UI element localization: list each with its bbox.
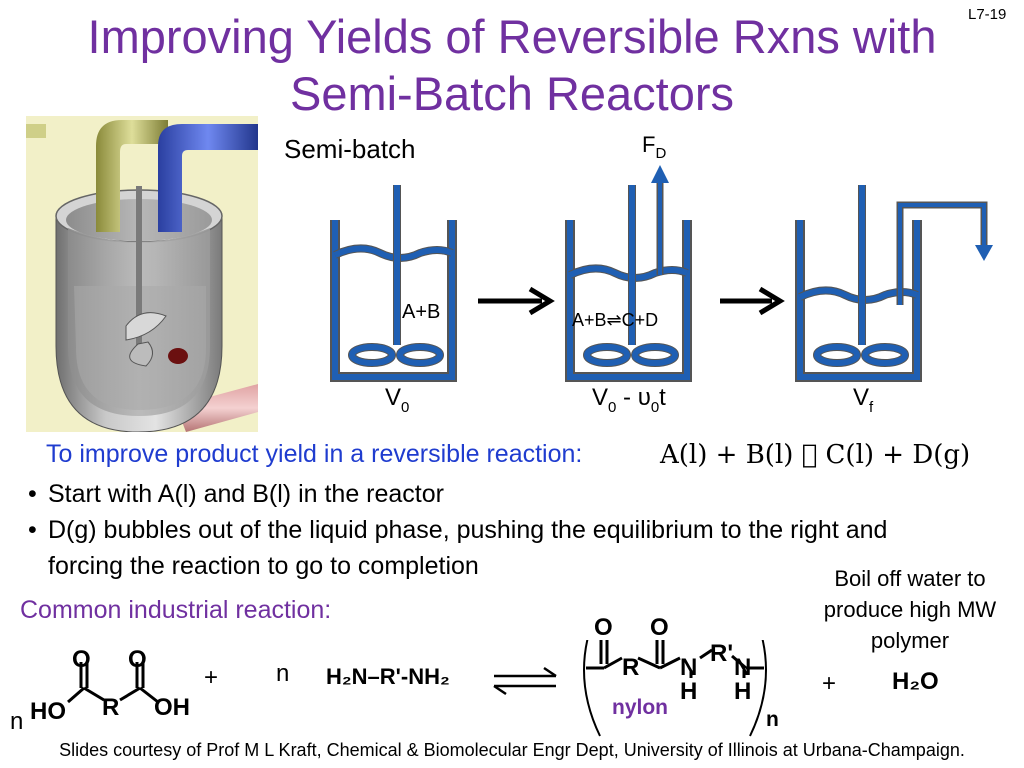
process-arrow-1 xyxy=(478,286,555,316)
product-r-prime: R' xyxy=(710,640,734,667)
acid-ho: HO xyxy=(30,698,66,725)
reactor-illustration xyxy=(26,116,258,432)
credits-footer: Slides courtesy of Prof M L Kraft, Chemi… xyxy=(59,740,965,760)
slide-number: L7-19 xyxy=(968,6,1007,23)
reactor-initial xyxy=(330,185,457,382)
product-n2: N xyxy=(734,654,752,681)
water: H₂O xyxy=(892,668,939,695)
product-o2: O xyxy=(650,614,669,641)
bullet-dot: • xyxy=(28,480,37,508)
intro-text: To improve product yield in a reversible… xyxy=(46,440,583,468)
feed-outlet-arrow xyxy=(651,165,669,275)
bullet-text: Start with A(l) and B(l) in the reactor xyxy=(48,480,444,508)
bullet-text: D(g) bubbles out of the liquid phase, pu… xyxy=(48,516,888,580)
acid-o1: O xyxy=(72,646,91,673)
plus-2: + xyxy=(822,670,837,697)
product-h1: H xyxy=(680,678,698,705)
boil-note: Boil off water to produce high MW polyme… xyxy=(823,566,997,653)
reactor2-contents: A+B⇌C+D xyxy=(572,310,658,330)
product-r: R xyxy=(622,654,640,681)
acid-oh: OH xyxy=(154,694,190,721)
common-reaction-label: Common industrial reaction: xyxy=(20,596,332,624)
slide-title: Improving Yields of Reversible Rxns with… xyxy=(0,8,1024,122)
reactor1-contents: A+B xyxy=(402,301,440,323)
semibatch-label: Semi-batch xyxy=(284,134,416,164)
plus-1: + xyxy=(204,664,219,691)
bullet-1: • Start with A(l) and B(l) in the reacto… xyxy=(28,476,988,512)
feed-inlet-pipe xyxy=(896,201,993,305)
product-n1: N xyxy=(680,654,698,681)
product-o1: O xyxy=(594,614,613,641)
reaction-n-left: n xyxy=(10,708,24,735)
reactor1-volume: V0 xyxy=(385,384,409,416)
bullet-2: • D(g) bubbles out of the liquid phase, … xyxy=(28,512,968,584)
semibatch-diagram: FD A+B A+B⇌C+D V0 V0 - υ0t Vf xyxy=(330,132,993,416)
polymerization-reaction: n O O HO R OH + n H₂N–R'-NH₂ O O R N H R… xyxy=(0,614,1024,740)
title-line-1: Improving Yields of Reversible Rxns with xyxy=(87,10,937,63)
reactor2-volume: V0 - υ0t xyxy=(592,384,666,416)
acid-r: R xyxy=(102,694,120,721)
product-h2: H xyxy=(734,678,752,705)
bullet-dot: • xyxy=(28,516,37,544)
reaction-structures xyxy=(67,640,767,737)
acid-o2: O xyxy=(128,646,147,673)
repeat-n: n xyxy=(766,708,779,731)
nylon-label: nylon xyxy=(612,696,668,719)
reaction-n-mid: n xyxy=(276,660,290,687)
diamine: H₂N–R'-NH₂ xyxy=(326,664,450,689)
reactor3-volume: Vf xyxy=(853,384,874,416)
process-arrow-2 xyxy=(720,286,785,316)
reaction-equation: A(l) + B(l)  C(l) + D(g) xyxy=(660,440,970,470)
reactor-semibatch xyxy=(565,185,692,382)
title-line-2: Semi-Batch Reactors xyxy=(289,67,735,120)
feed-label: FD xyxy=(642,132,666,162)
